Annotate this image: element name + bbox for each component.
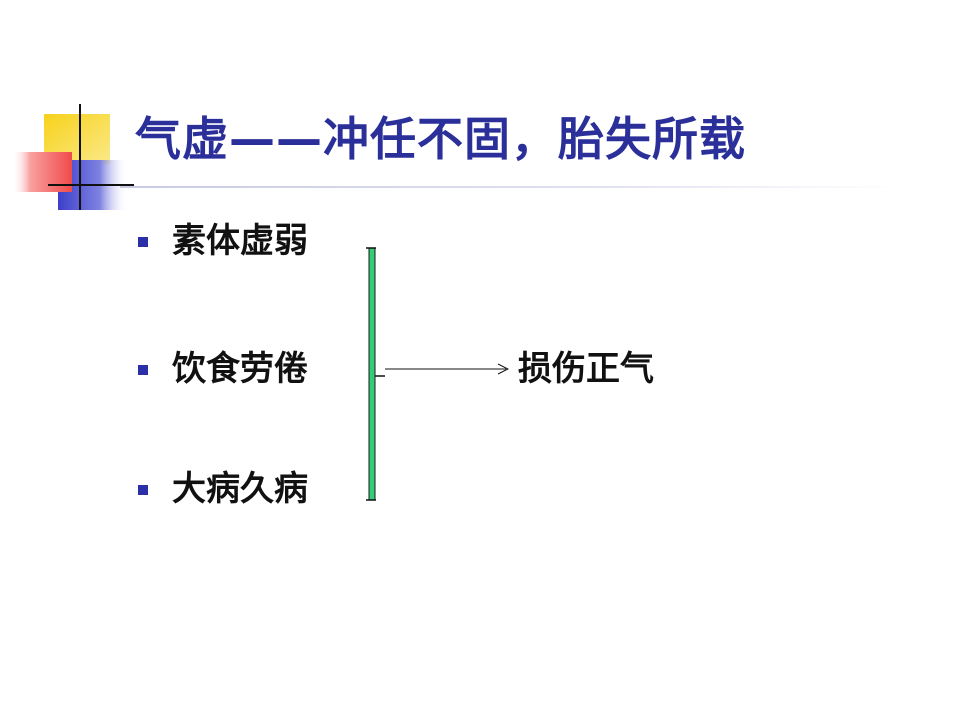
title-underline (120, 186, 900, 188)
bullet-square-icon (138, 237, 148, 247)
corner-logo-icon (12, 104, 134, 210)
result-text: 损伤正气 (518, 349, 654, 389)
bullet-text: 素体虚弱 (172, 221, 308, 261)
bullet-square-icon (138, 485, 148, 495)
bullet-text: 饮食劳倦 (172, 349, 308, 389)
bullet-text: 大病久病 (172, 469, 308, 509)
bullet-square-icon (138, 365, 148, 375)
slide-title: 气虚——冲任不固，胎失所载 (135, 112, 746, 166)
bracket-bar (368, 247, 376, 501)
arrow-head-icon (497, 363, 510, 375)
